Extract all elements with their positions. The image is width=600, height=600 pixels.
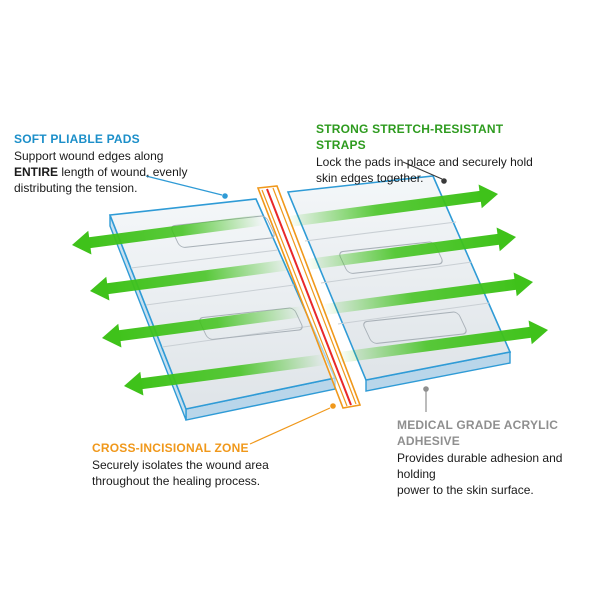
strap-arrow: [124, 354, 325, 396]
incision-line: [266, 188, 352, 406]
callout-cross-incisional-zone: CROSS-INCISIONAL ZONE Securely isolates …: [92, 440, 312, 489]
zone-inner-line: [272, 187, 357, 405]
callout-body: Provides durable adhesion and holding po…: [397, 450, 597, 498]
callout-line: Lock the pads in place and securely hold: [316, 155, 533, 169]
callout-line: throughout the healing process.: [92, 474, 261, 488]
callout-body: Lock the pads in place and securely hold…: [316, 154, 546, 186]
callout-line: skin edges together.: [316, 171, 424, 185]
callout-line: Securely isolates the wound area: [92, 458, 269, 472]
callout-line: ENTIRE length of wound, evenly: [14, 164, 214, 180]
callout-line: Support wound edges along: [14, 149, 164, 163]
callout-line: Provides durable adhesion and holding: [397, 451, 563, 481]
callout-acrylic-adhesive: MEDICAL GRADE ACRYLIC ADHESIVE Provides …: [397, 417, 597, 498]
pads-leader: [145, 175, 228, 199]
strap-arrow: [322, 272, 533, 316]
strap-arrow: [287, 184, 498, 228]
adhesive-leader: [423, 386, 429, 412]
strap-arrow: [305, 227, 516, 271]
callout-body: Securely isolates the wound area through…: [92, 457, 312, 489]
right-pad-top: [286, 175, 512, 381]
zone-inner-line: [261, 189, 348, 407]
straps-leader: [402, 161, 447, 184]
right-pad-slot: [363, 311, 467, 344]
strap-arrows: [72, 184, 548, 396]
callout-soft-pliable-pads: SOFT PLIABLE PADS Support wound edges al…: [14, 131, 214, 196]
callout-line: distributing the tension.: [14, 181, 138, 195]
callout-heading: SOFT PLIABLE PADS: [14, 132, 140, 146]
right-pad: [286, 175, 512, 392]
callout-heading: MEDICAL GRADE ACRYLIC ADHESIVE: [397, 418, 559, 448]
callout-line: power to the skin surface.: [397, 483, 534, 497]
callout-body: Support wound edges along ENTIRE length …: [14, 148, 214, 196]
callout-stretch-resistant-straps: STRONG STRETCH-RESISTANT STRAPS Lock the…: [316, 121, 546, 186]
strap-arrow: [90, 259, 291, 301]
cross-incisional-zone: [256, 185, 362, 409]
leader-lines: [145, 161, 447, 445]
callout-text: length of wound, evenly: [58, 165, 188, 179]
strap-arrow: [337, 320, 548, 364]
callout-emphasis: ENTIRE: [14, 165, 59, 179]
callout-heading: STRONG STRETCH-RESISTANT STRAPS: [316, 122, 504, 152]
strap-arrow: [72, 214, 264, 255]
callout-heading: CROSS-INCISIONAL ZONE: [92, 441, 249, 455]
zone-leader: [249, 403, 336, 445]
strap-arrow: [102, 306, 303, 348]
